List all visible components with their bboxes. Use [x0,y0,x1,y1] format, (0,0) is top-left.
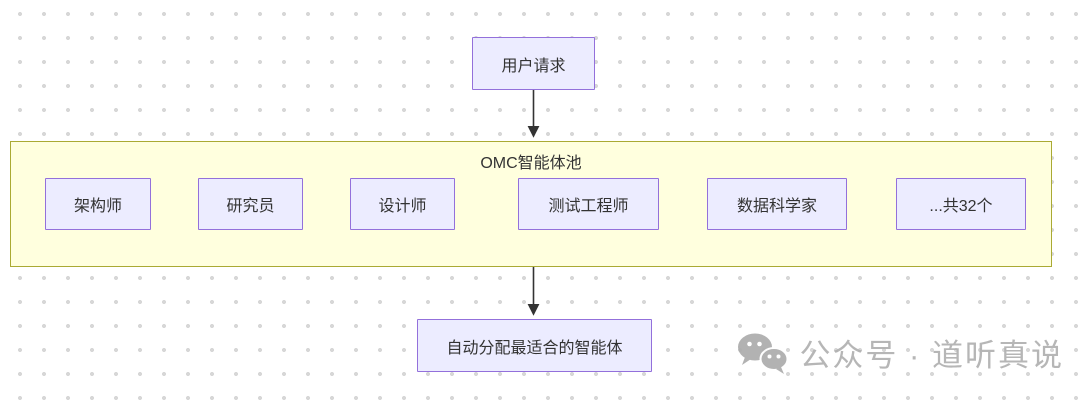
user-request-node: 用户请求 [472,37,595,90]
agent-node-designer: 设计师 [350,178,455,230]
omc-pool-title: OMC智能体池 [480,155,582,172]
agent-node-researcher: 研究员 [198,178,303,230]
omc-pool-container: OMC智能体池 架构师 研究员 设计师 测试工程师 数据科学家 ...共32个 [10,141,1052,267]
auto-assign-label: 自动分配最适合的智能体 [446,339,623,357]
agent-label: ...共32个 [929,198,993,215]
agent-label: 测试工程师 [548,198,629,215]
agent-label: 设计师 [378,198,427,215]
agent-label: 研究员 [226,198,275,215]
agent-label: 架构师 [73,198,122,215]
wechat-icon [738,333,789,374]
agent-label: 数据科学家 [736,198,817,215]
agent-node-architect: 架构师 [45,178,151,230]
user-request-label: 用户请求 [501,57,566,75]
agent-node-test-engineer: 测试工程师 [518,178,659,230]
watermark-text: 公众号 · 道听真说 [799,338,1064,373]
auto-assign-node: 自动分配最适合的智能体 [417,319,652,372]
watermark: 公众号 · 道听真说 [737,330,1064,375]
agent-node-total-32: ...共32个 [896,178,1026,230]
agent-node-data-scientist: 数据科学家 [707,178,847,230]
